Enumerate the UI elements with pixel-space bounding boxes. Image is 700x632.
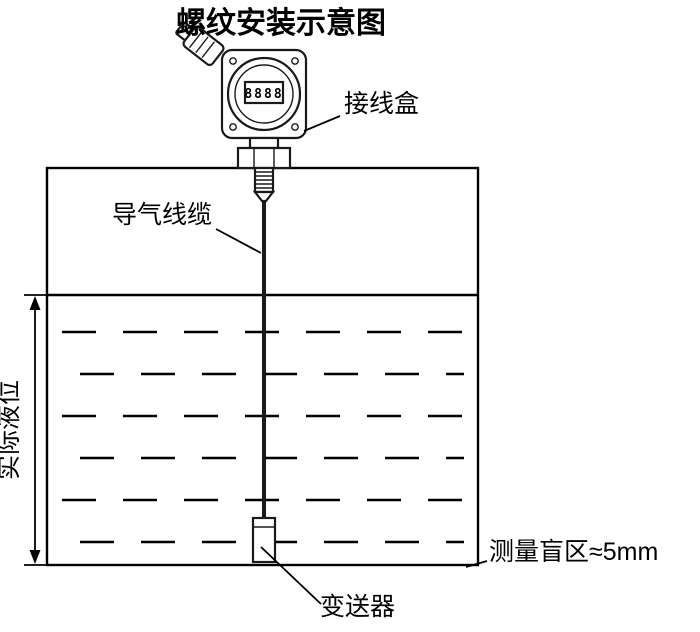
transmitter-leader [260,546,322,605]
housing-screw [229,57,237,65]
gland-body [182,25,225,67]
callout-blind-zone: 测量盲区≈5mm [465,538,658,568]
display-lcd [243,80,285,105]
junction-box-label: 接线盒 [344,90,419,118]
level-dimension: 实际液位 [0,294,47,566]
display-digits: 8888 [244,87,283,102]
callout-air-cable: 导气线缆 [112,201,262,254]
probe-body [251,516,277,564]
junction-box-leader [303,115,341,132]
air-cable-label: 导气线缆 [112,201,212,229]
cable-gland [175,21,225,67]
probe-transmitter [251,516,277,564]
callout-transmitter: 变送器 [260,546,395,621]
blind-zone-leader [465,560,488,568]
transmitter-head: 8888 [175,21,308,203]
neck [248,136,280,150]
housing-screw [291,123,299,131]
dimension-arrow-bottom [29,550,41,564]
water-dash-lines [62,330,464,544]
transmitter-label: 变送器 [320,593,395,621]
hex-nut [236,146,292,170]
dimension-arrow-top [29,296,41,310]
housing-screw [229,123,237,131]
display-bezel-inner [234,64,294,124]
callout-junction-box: 接线盒 [303,90,419,132]
blind-zone-label: 测量盲区≈5mm [489,538,658,566]
diagram-title: 螺纹安装示意图 [176,6,386,40]
thread-taper [252,190,276,203]
air-cable-leader [215,228,262,254]
housing-screw [291,57,299,65]
actual-level-label: 实际液位 [0,380,23,480]
